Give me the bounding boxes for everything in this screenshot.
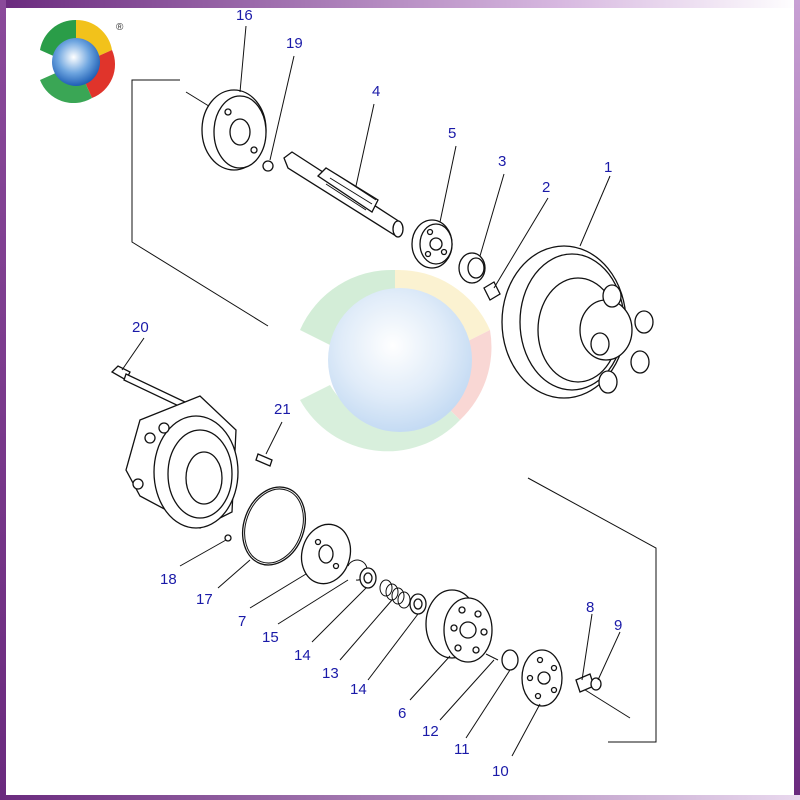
part-4-shaft	[283, 151, 404, 238]
label-part-8: 8	[586, 599, 594, 616]
label-part-5: 5	[448, 125, 456, 142]
label-part-21: 21	[274, 401, 291, 418]
part-5-bearing-plate	[411, 219, 453, 269]
label-part-16: 16	[236, 7, 253, 24]
part-6-cylinder-block	[425, 589, 493, 663]
part-14-washer-a	[359, 567, 377, 589]
label-part-14-a: 14	[294, 647, 311, 664]
part-12-pin	[485, 653, 499, 661]
registered-mark: ®	[116, 22, 124, 33]
part-1-housing	[501, 245, 654, 399]
part-18-o-ring	[224, 534, 232, 542]
part-13-spring	[379, 579, 411, 609]
part-labels: 16 19 4 5 3 2 1 20 21 18 17 7 15 14 13 1…	[132, 7, 622, 780]
frame-right-border	[794, 0, 800, 800]
part-16-plate	[201, 89, 267, 171]
label-part-17: 17	[196, 591, 213, 608]
label-part-7: 7	[238, 613, 246, 630]
label-part-2: 2	[542, 179, 550, 196]
part-2-pin	[483, 281, 501, 301]
frame-top-border	[0, 0, 800, 8]
company-logo	[40, 19, 116, 104]
part-7-valve-plate	[300, 523, 352, 585]
watermark-logo	[300, 269, 492, 452]
label-part-12: 12	[422, 723, 439, 740]
label-part-19: 19	[286, 35, 303, 52]
assembly-boundary-lines	[131, 79, 657, 743]
frame-bottom-border	[0, 795, 800, 800]
label-part-14-b: 14	[350, 681, 367, 698]
part-14-washer-b	[409, 593, 427, 615]
label-part-20: 20	[132, 319, 149, 336]
leader-lines	[121, 25, 621, 757]
part-10-retainer-plate	[521, 649, 563, 707]
label-part-11: 11	[454, 741, 470, 758]
label-part-13: 13	[322, 665, 339, 682]
label-part-4: 4	[372, 83, 380, 100]
frame-left-border	[0, 0, 6, 800]
part-9-shoe	[590, 677, 602, 691]
part-11-bushing	[501, 649, 519, 671]
label-part-15: 15	[262, 629, 279, 646]
part-3-bearing	[458, 252, 486, 284]
part-21-pin	[255, 453, 273, 467]
label-part-1: 1	[604, 159, 612, 176]
label-part-18: 18	[160, 571, 177, 588]
part-19-o-ring	[262, 160, 274, 172]
label-part-9: 9	[614, 617, 622, 634]
label-part-3: 3	[498, 153, 506, 170]
cover-body	[125, 395, 239, 529]
label-part-10: 10	[492, 763, 509, 780]
part-17-o-ring	[242, 486, 306, 566]
label-part-6: 6	[398, 705, 406, 722]
